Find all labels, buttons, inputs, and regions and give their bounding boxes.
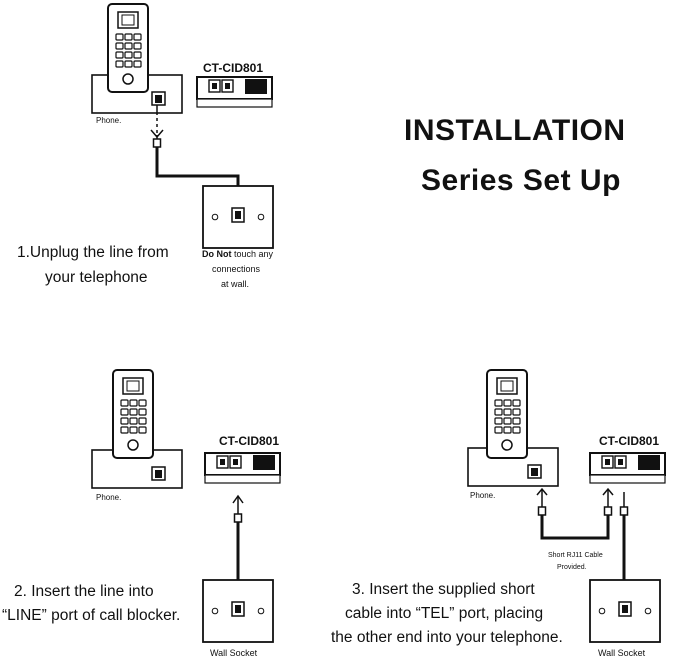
model-label-1: CT-CID801 <box>203 61 264 75</box>
phone-label-2: Phone. <box>96 493 122 502</box>
handset-1 <box>107 3 149 93</box>
call-blocker-3 <box>589 452 666 484</box>
wall-note-line3: at wall. <box>221 279 250 289</box>
wall-socket-label-3: Wall Socket <box>598 648 646 658</box>
model-label-3: CT-CID801 <box>599 434 660 448</box>
wall-note-line2: connections <box>212 264 261 274</box>
wall-socket-2 <box>202 579 274 643</box>
step2-line1: 2. Insert the line into <box>14 583 154 600</box>
cable-note-line1: Short RJ11 Cable <box>548 552 603 559</box>
model-label-2: CT-CID801 <box>219 434 280 448</box>
cable-note-line2: Provided. <box>557 564 587 571</box>
step2-line2: “LINE” port of call blocker. <box>2 607 181 624</box>
step3-line3: the other end into your telephone. <box>331 629 563 646</box>
title-line2: Series Set Up <box>421 164 621 197</box>
wall-note-bold: Do Not <box>202 249 232 259</box>
wall-note-rest: touch any <box>231 249 274 259</box>
step3-line2: cable into “TEL” port, placing <box>345 605 544 622</box>
phone-label-3: Phone. <box>470 491 496 500</box>
wall-note-line1: Do Not touch any <box>202 249 273 259</box>
panel2-graphics <box>91 369 281 643</box>
step1-line2: your telephone <box>45 269 148 286</box>
step1-line1: 1.Unplug the line from <box>17 244 169 261</box>
title-line1: INSTALLATION <box>404 114 626 147</box>
wall-socket-3 <box>589 579 661 643</box>
step3-line1: 3. Insert the supplied short <box>352 581 535 598</box>
wall-socket-label-2: Wall Socket <box>210 648 258 658</box>
panel3-graphics <box>467 369 666 643</box>
phone-label-1: Phone. <box>96 116 122 125</box>
short-rj11-cable <box>540 515 610 540</box>
handset-2 <box>112 369 154 459</box>
handset-3 <box>486 369 528 459</box>
wall-socket-1 <box>202 185 274 249</box>
call-blocker-1 <box>196 76 273 108</box>
panel1-graphics <box>91 3 274 249</box>
call-blocker-2 <box>204 452 281 484</box>
